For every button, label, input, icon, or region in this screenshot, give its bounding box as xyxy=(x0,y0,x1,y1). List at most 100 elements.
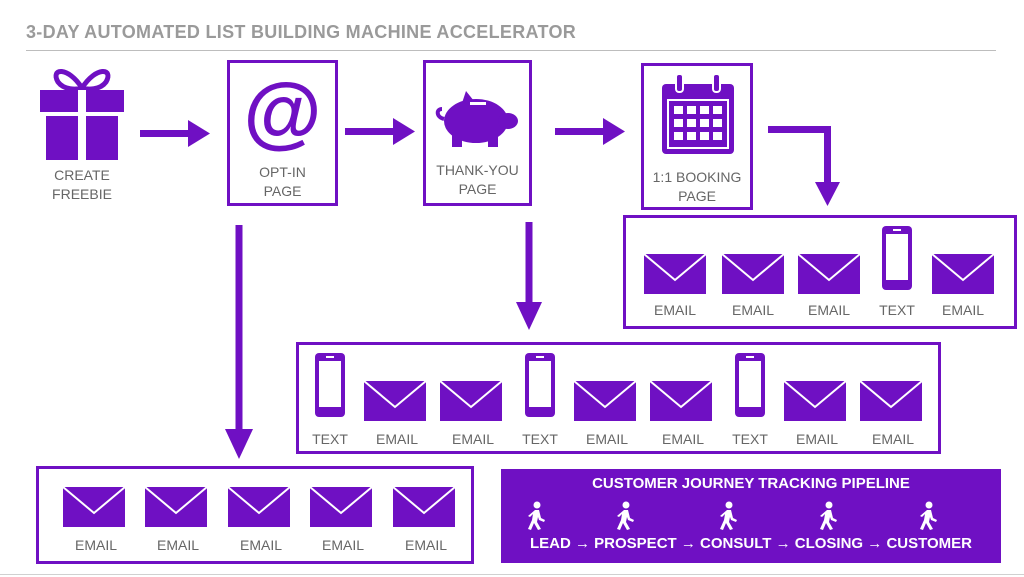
sequence-item: EMAIL xyxy=(648,373,718,453)
bottom-divider xyxy=(0,574,1024,575)
sequence-item: EMAIL xyxy=(61,481,131,561)
channel-label: EMAIL xyxy=(661,431,704,447)
arrow-right-icon xyxy=(345,118,415,145)
envelope-icon xyxy=(721,253,785,294)
stage-consult: CONSULT xyxy=(700,535,772,552)
sequence-item: TEXT xyxy=(511,351,569,451)
sequence-item: EMAIL xyxy=(782,373,852,453)
sequence-item: EMAIL xyxy=(391,481,461,561)
sequence-item: EMAIL xyxy=(858,373,928,453)
title-divider xyxy=(26,50,996,51)
step-create-freebie: CREATE FREEBIE xyxy=(30,58,134,208)
channel-label: EMAIL xyxy=(74,537,117,553)
arrow-elbow-down-icon xyxy=(768,126,840,206)
at-sign-icon: @ xyxy=(243,67,322,156)
channel-label: EMAIL xyxy=(941,302,984,318)
stage-prospect: PROSPECT xyxy=(594,535,677,552)
pipeline-stages: LEAD → PROSPECT → CONSULT → CLOSING → CU… xyxy=(501,535,1001,552)
piggy-bank-icon xyxy=(435,91,518,147)
envelope-icon xyxy=(649,380,713,421)
sequence-item: TEXT xyxy=(721,351,779,451)
smartphone-icon xyxy=(525,353,555,417)
sequence-item: EMAIL xyxy=(226,481,296,561)
envelope-icon xyxy=(392,486,456,527)
pipeline-title: CUSTOMER JOURNEY TRACKING PIPELINE xyxy=(592,475,910,492)
step-label-line2: PAGE xyxy=(263,183,302,199)
channel-label: EMAIL xyxy=(653,302,696,318)
channel-label: EMAIL xyxy=(156,537,199,553)
envelope-icon xyxy=(643,253,707,294)
step-label-line1: CREATE xyxy=(54,167,110,183)
stage-arrow-icon: → xyxy=(575,535,595,552)
channel-label: EMAIL xyxy=(375,431,418,447)
sequence-item: EMAIL xyxy=(308,481,378,561)
channel-label: EMAIL xyxy=(239,537,282,553)
envelope-icon xyxy=(227,486,291,527)
envelope-icon xyxy=(62,486,126,527)
channel-label: EMAIL xyxy=(795,431,838,447)
channel-label: TEXT xyxy=(879,302,915,318)
opt-in-sequence: EMAIL EMAIL EMAIL EMAIL EMAIL xyxy=(36,466,474,564)
arrow-right-icon xyxy=(140,120,210,147)
smartphone-icon xyxy=(315,353,345,417)
sequence-item: TEXT xyxy=(862,224,932,324)
stage-closing: CLOSING xyxy=(794,535,864,552)
sequence-item: EMAIL xyxy=(640,244,710,324)
step-label-line1: 1:1 BOOKING xyxy=(652,169,742,185)
step-label-line1: OPT-IN xyxy=(259,164,306,180)
step-label-line2: FREEBIE xyxy=(52,186,112,202)
step-label-line1: THANK-YOU xyxy=(436,162,519,178)
calendar-icon xyxy=(662,74,734,154)
stage-customer: CUSTOMER xyxy=(886,535,973,552)
channel-label: EMAIL xyxy=(871,431,914,447)
sequence-item: EMAIL xyxy=(143,481,213,561)
walking-person-icon xyxy=(617,501,634,530)
sequence-item: EMAIL xyxy=(928,244,998,324)
sequence-item: EMAIL xyxy=(362,373,432,453)
page-title: 3-DAY AUTOMATED LIST BUILDING MACHINE AC… xyxy=(26,22,577,42)
envelope-icon xyxy=(783,380,847,421)
envelope-icon xyxy=(797,253,861,294)
gift-icon xyxy=(40,69,124,160)
sequence-item: EMAIL xyxy=(572,373,642,453)
envelope-icon xyxy=(309,486,373,527)
envelope-icon xyxy=(363,380,427,421)
customer-journey-pipeline: CUSTOMER JOURNEY TRACKING PIPELINE LEAD … xyxy=(501,469,1001,563)
thank-you-sequence: TEXT EMAIL EMAIL TEXT EMAIL xyxy=(296,342,941,454)
envelope-icon xyxy=(931,253,995,294)
stage-arrow-icon: → xyxy=(775,535,795,552)
arrow-down-icon xyxy=(516,222,542,330)
sequence-item: EMAIL xyxy=(794,244,864,324)
booking-sequence: EMAIL EMAIL EMAIL TEXT EMAIL xyxy=(623,215,1017,329)
envelope-icon xyxy=(859,380,923,421)
smartphone-icon xyxy=(882,226,912,290)
smartphone-icon xyxy=(735,353,765,417)
arrow-down-icon xyxy=(225,225,253,459)
channel-label: EMAIL xyxy=(404,537,447,553)
stage-arrow-icon: → xyxy=(867,535,887,552)
channel-label: EMAIL xyxy=(321,537,364,553)
channel-label: EMAIL xyxy=(807,302,850,318)
stage-arrow-icon: → xyxy=(680,535,701,552)
step-booking-page: 1:1 BOOKING PAGE xyxy=(641,63,753,210)
walking-person-icon xyxy=(820,501,837,530)
envelope-icon xyxy=(439,380,503,421)
envelope-icon xyxy=(573,380,637,421)
stage-lead: LEAD xyxy=(529,535,571,552)
channel-label: EMAIL xyxy=(731,302,774,318)
walking-person-icon xyxy=(528,501,545,530)
walking-person-icon xyxy=(920,501,937,530)
channel-label: TEXT xyxy=(312,431,348,447)
channel-label: EMAIL xyxy=(585,431,628,447)
channel-label: TEXT xyxy=(522,431,558,447)
envelope-icon xyxy=(144,486,208,527)
walking-person-icon xyxy=(720,501,737,530)
sequence-item: EMAIL xyxy=(718,244,788,324)
channel-label: EMAIL xyxy=(451,431,494,447)
step-opt-in-page: @ OPT-IN PAGE xyxy=(227,60,338,206)
step-thank-you-page: THANK-YOU PAGE xyxy=(423,60,532,206)
sequence-item: EMAIL xyxy=(438,373,508,453)
step-label-line2: PAGE xyxy=(458,181,497,197)
step-label-line2: PAGE xyxy=(678,188,716,204)
arrow-right-icon xyxy=(555,118,625,145)
